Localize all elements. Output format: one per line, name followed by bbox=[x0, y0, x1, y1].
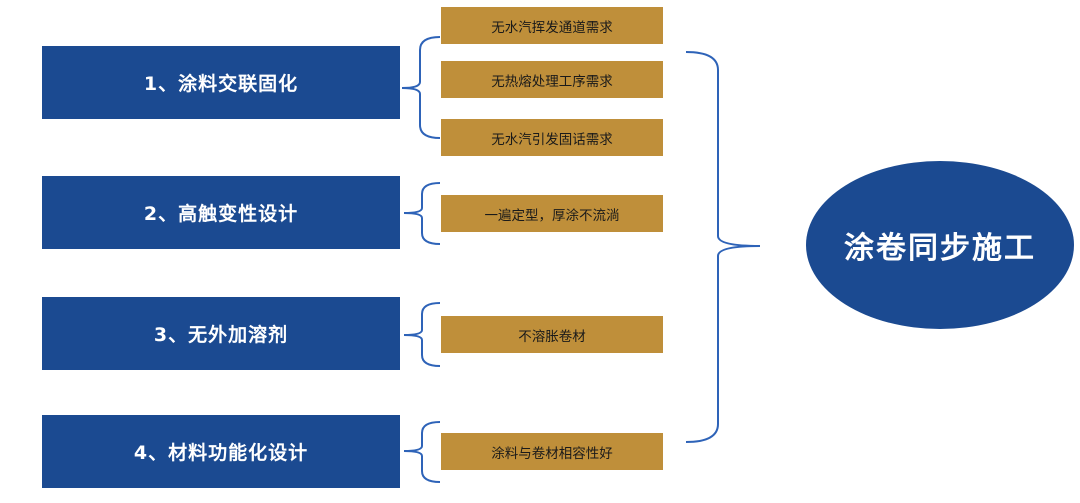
item-label: 不溶胀卷材 bbox=[518, 328, 586, 345]
category-label: 2、高触变性设计 bbox=[143, 203, 299, 225]
item-label: 一遍定型，厚涂不流淌 bbox=[484, 207, 620, 224]
item-label: 涂料与卷材相容性好 bbox=[491, 445, 613, 462]
category-label: 4、材料功能化设计 bbox=[133, 442, 309, 464]
item-box-2-1: 一遍定型，厚涂不流淌 bbox=[441, 195, 663, 232]
category-label: 1、涂料交联固化 bbox=[143, 73, 299, 95]
item-box-1-1: 无水汽挥发通道需求 bbox=[441, 7, 663, 44]
item-box-1-3: 无水汽引发固话需求 bbox=[441, 119, 663, 156]
bracket-category-1 bbox=[401, 36, 441, 139]
item-label: 无水汽引发固话需求 bbox=[491, 131, 613, 148]
bracket-category-2 bbox=[403, 182, 441, 245]
category-label: 3、无外加溶剂 bbox=[153, 324, 289, 346]
category-box-3: 3、无外加溶剂 bbox=[42, 297, 400, 370]
category-box-1: 1、涂料交联固化 bbox=[42, 46, 400, 119]
summary-ellipse: 涂卷同步施工 bbox=[806, 161, 1074, 329]
category-box-2: 2、高触变性设计 bbox=[42, 176, 400, 249]
category-box-4: 4、材料功能化设计 bbox=[42, 415, 400, 488]
item-box-3-1: 不溶胀卷材 bbox=[441, 316, 663, 353]
bracket-category-3 bbox=[403, 302, 441, 367]
item-label: 无热熔处理工序需求 bbox=[491, 73, 613, 90]
item-box-4-1: 涂料与卷材相容性好 bbox=[441, 433, 663, 470]
bracket-category-4 bbox=[403, 421, 441, 483]
item-label: 无水汽挥发通道需求 bbox=[491, 19, 613, 36]
item-box-1-2: 无热熔处理工序需求 bbox=[441, 61, 663, 98]
summary-label: 涂卷同步施工 bbox=[844, 231, 1036, 266]
bracket-main bbox=[685, 51, 761, 443]
